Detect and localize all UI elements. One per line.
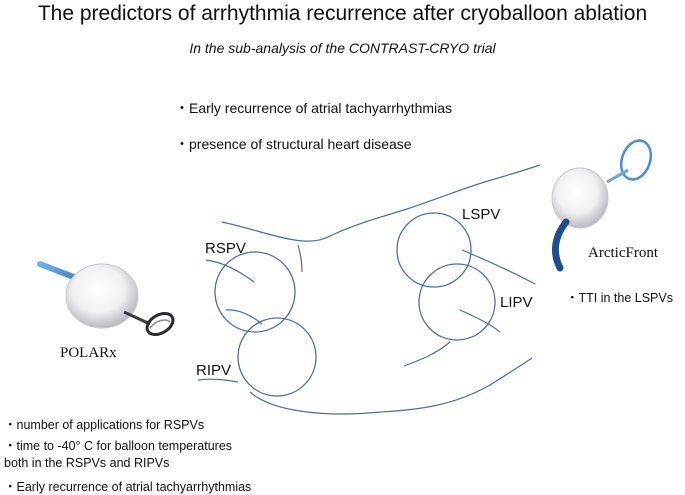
vein-label-ripv: RIPV: [196, 362, 232, 379]
lspv-ostium: [396, 212, 472, 288]
device-label-polarx: POLARx: [60, 345, 117, 361]
polarx-catheter-image: [37, 261, 175, 336]
arcticfront-balloon: [551, 167, 609, 229]
polarx-predictor-2: ・time to -40° C for balloon temperatures: [4, 439, 233, 453]
atrium-upper-left-wall: [205, 259, 255, 283]
polarx-predictor-1: ・number of applications for RSPVs: [4, 418, 205, 432]
atrium-right-upper-wall: [461, 249, 536, 285]
ripv-ostium: [237, 317, 317, 397]
arcticfront-shaft: [551, 218, 570, 272]
common-predictor-1: ・Early recurrence of atrial tachyarrhyth…: [175, 100, 452, 116]
polarx-predictor-4: ・Early recurrence of atrial tachyarrhyth…: [4, 480, 252, 494]
polarx-balloon: [65, 263, 139, 329]
polarx-spiral-loop: [145, 312, 175, 336]
page-title: The predictors of arrhythmia recurrence …: [37, 2, 648, 25]
atrium-lower-notch: [403, 341, 451, 367]
atrium-lower-left-wall: [197, 378, 239, 383]
common-predictor-2: ・presence of structural heart disease: [175, 136, 412, 152]
vein-label-rspv: RSPV: [205, 240, 246, 257]
atrium-outline: [197, 164, 541, 415]
polarx-predictor-3: both in the RSPVs and RIPVs: [4, 456, 170, 470]
vein-label-lspv: LSPV: [462, 206, 501, 223]
lipv-ostium: [418, 263, 496, 341]
atrium-top-wall: [221, 164, 541, 242]
rspv-ostium: [214, 251, 296, 333]
vein-label-lipv: LIPV: [500, 294, 533, 311]
arcticfront-tip: [606, 168, 629, 184]
device-label-arcticfront: ArcticFront: [588, 245, 658, 261]
atrium-bottom-wall: [249, 357, 533, 415]
arcticfront-predictor-1: ・TTI in the LSPVs: [566, 291, 673, 305]
arcticfront-catheter-image: [551, 139, 653, 272]
polarx-tip-shaft: [123, 310, 151, 326]
arcticfront-loop: [619, 139, 653, 181]
atrium-mid-left-wall: [225, 309, 263, 325]
polarx-spiral-inner: [149, 319, 171, 329]
page-subtitle: In the sub-analysis of the CONTRAST-CRYO…: [189, 40, 496, 56]
atrium-right-lower-wall: [459, 309, 501, 333]
atrium-ostium-left: [297, 244, 303, 273]
